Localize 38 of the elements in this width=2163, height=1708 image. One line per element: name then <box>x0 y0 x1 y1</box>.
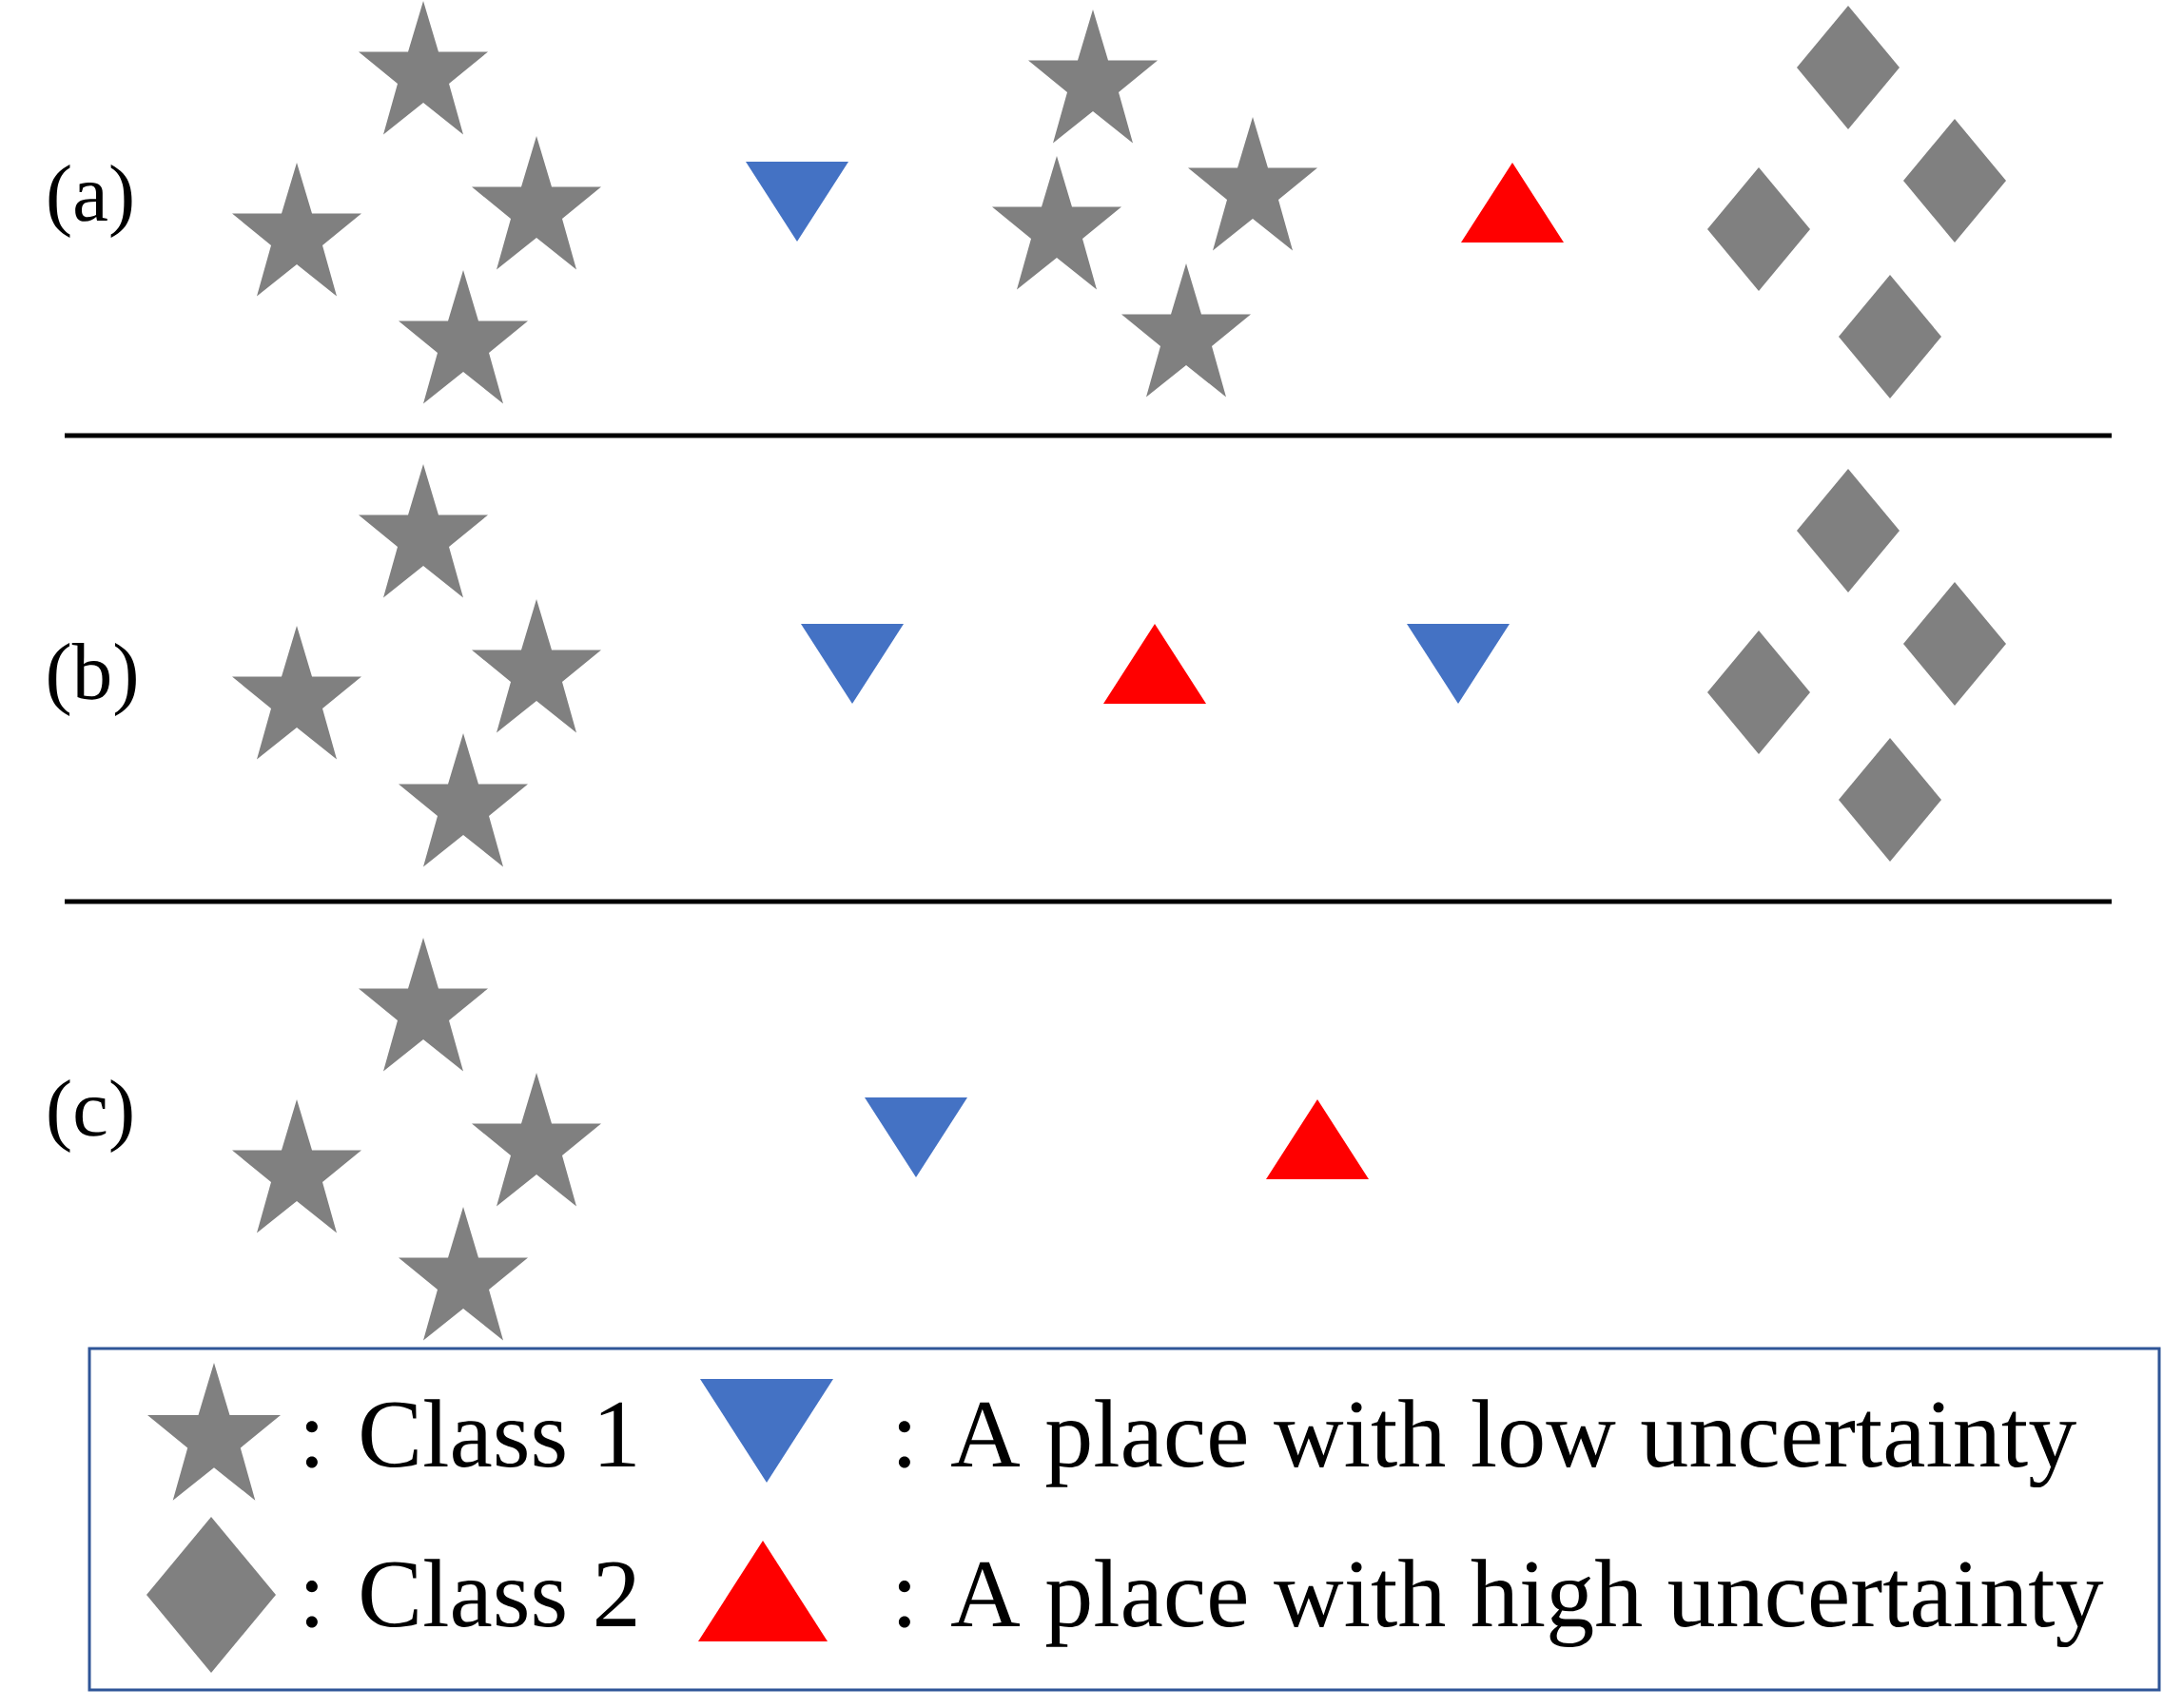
legend-label: : A place with high uncertainty <box>898 1559 2104 1647</box>
star-marker <box>1028 10 1158 144</box>
star-marker <box>359 464 488 598</box>
star-marker <box>472 136 601 270</box>
legend-label: : Class 2 <box>305 1559 635 1628</box>
star-marker <box>1121 263 1251 398</box>
diamond-marker <box>1707 167 1810 291</box>
panel-label: (a) <box>49 165 132 239</box>
panel-label: (c) <box>49 1079 132 1154</box>
diamond-marker <box>1839 275 1941 398</box>
diamond-marker <box>1903 582 2006 706</box>
legend-label: : A place with low uncertainty <box>898 1399 2076 1488</box>
diamond-marker <box>1797 6 1900 129</box>
star-marker <box>992 156 1121 290</box>
diamond-marker <box>1707 631 1810 754</box>
star-marker <box>399 733 528 867</box>
up-triangle <box>1266 1099 1369 1179</box>
down-triangle <box>865 1097 967 1177</box>
diamond-marker <box>1839 738 1941 862</box>
panel-label: (b) <box>49 643 136 717</box>
star-marker <box>232 1099 361 1233</box>
star-marker <box>399 270 528 404</box>
star-marker <box>1188 117 1317 251</box>
up-triangle <box>1103 624 1206 704</box>
star-marker <box>399 1207 528 1341</box>
legend-label: : Class 1 <box>305 1399 635 1468</box>
diamond-marker <box>1903 119 2006 243</box>
diamond-marker <box>1797 469 1900 592</box>
star-marker <box>472 1073 601 1207</box>
star-marker <box>232 163 361 297</box>
up-triangle <box>1461 163 1564 243</box>
star-marker <box>232 626 361 760</box>
star-marker <box>359 938 488 1072</box>
down-triangle <box>801 624 904 704</box>
star-marker <box>359 1 488 135</box>
down-triangle <box>746 162 848 242</box>
star-marker <box>472 599 601 733</box>
down-triangle <box>1407 624 1510 704</box>
